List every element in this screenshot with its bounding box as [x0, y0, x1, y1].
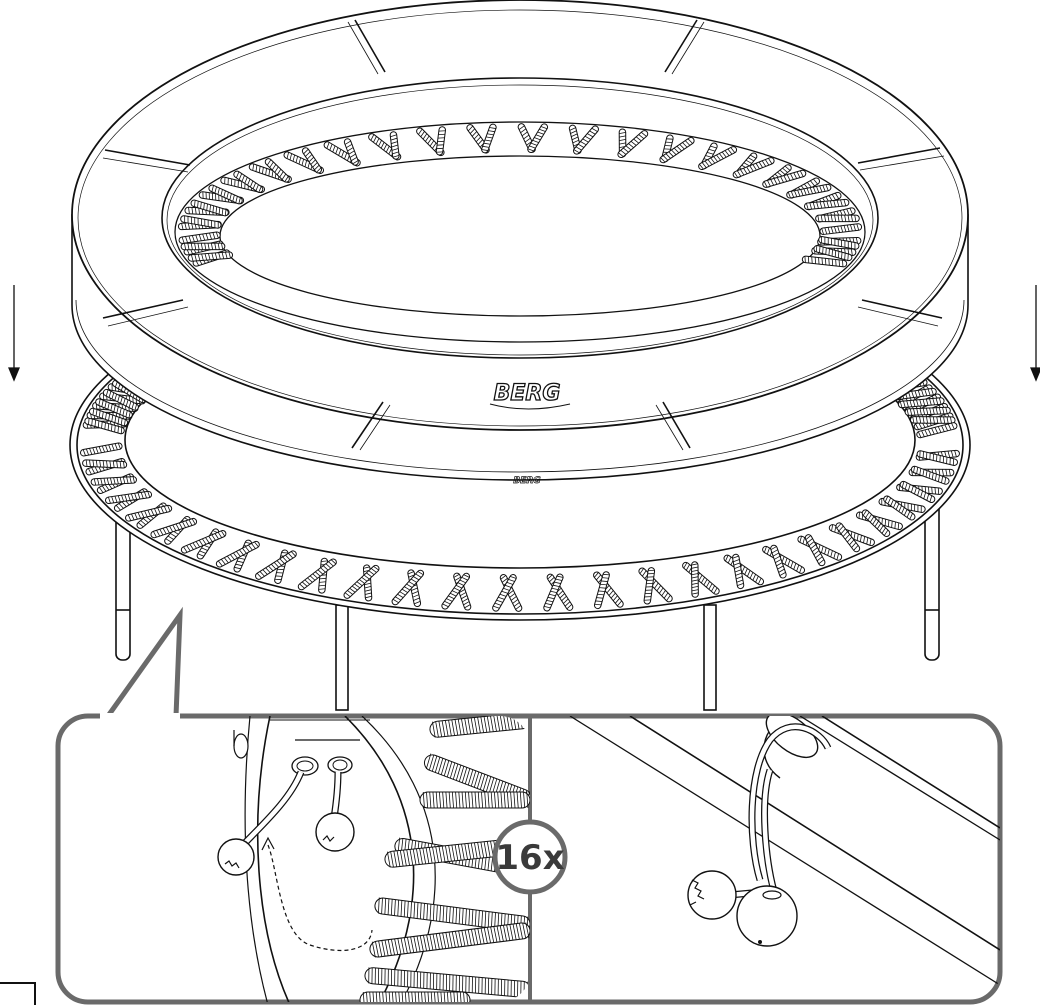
- quantity-badge: 16x: [492, 819, 568, 895]
- trampoline-legs: [115, 489, 940, 711]
- detail-left-bungee-insertion: [217, 716, 530, 1002]
- brand-logo-skirt: BERG: [513, 476, 540, 486]
- mat-springs: [177, 123, 863, 268]
- frame-springs: [79, 374, 960, 612]
- svg-text:16x: 16x: [495, 838, 564, 878]
- down-arrow-icon: [1030, 285, 1040, 382]
- detail-callout: [55, 606, 1003, 1005]
- pad-segment-seams: [102, 19, 945, 451]
- brand-logo-underline: [489, 403, 571, 410]
- jumping-mat: [174, 121, 866, 343]
- detail-right-bungee-around-tube: [569, 716, 1000, 986]
- brand-logo-top: BERG: [494, 381, 561, 406]
- page-corner-bracket: [0, 982, 36, 1005]
- down-arrow-icon: [8, 285, 20, 382]
